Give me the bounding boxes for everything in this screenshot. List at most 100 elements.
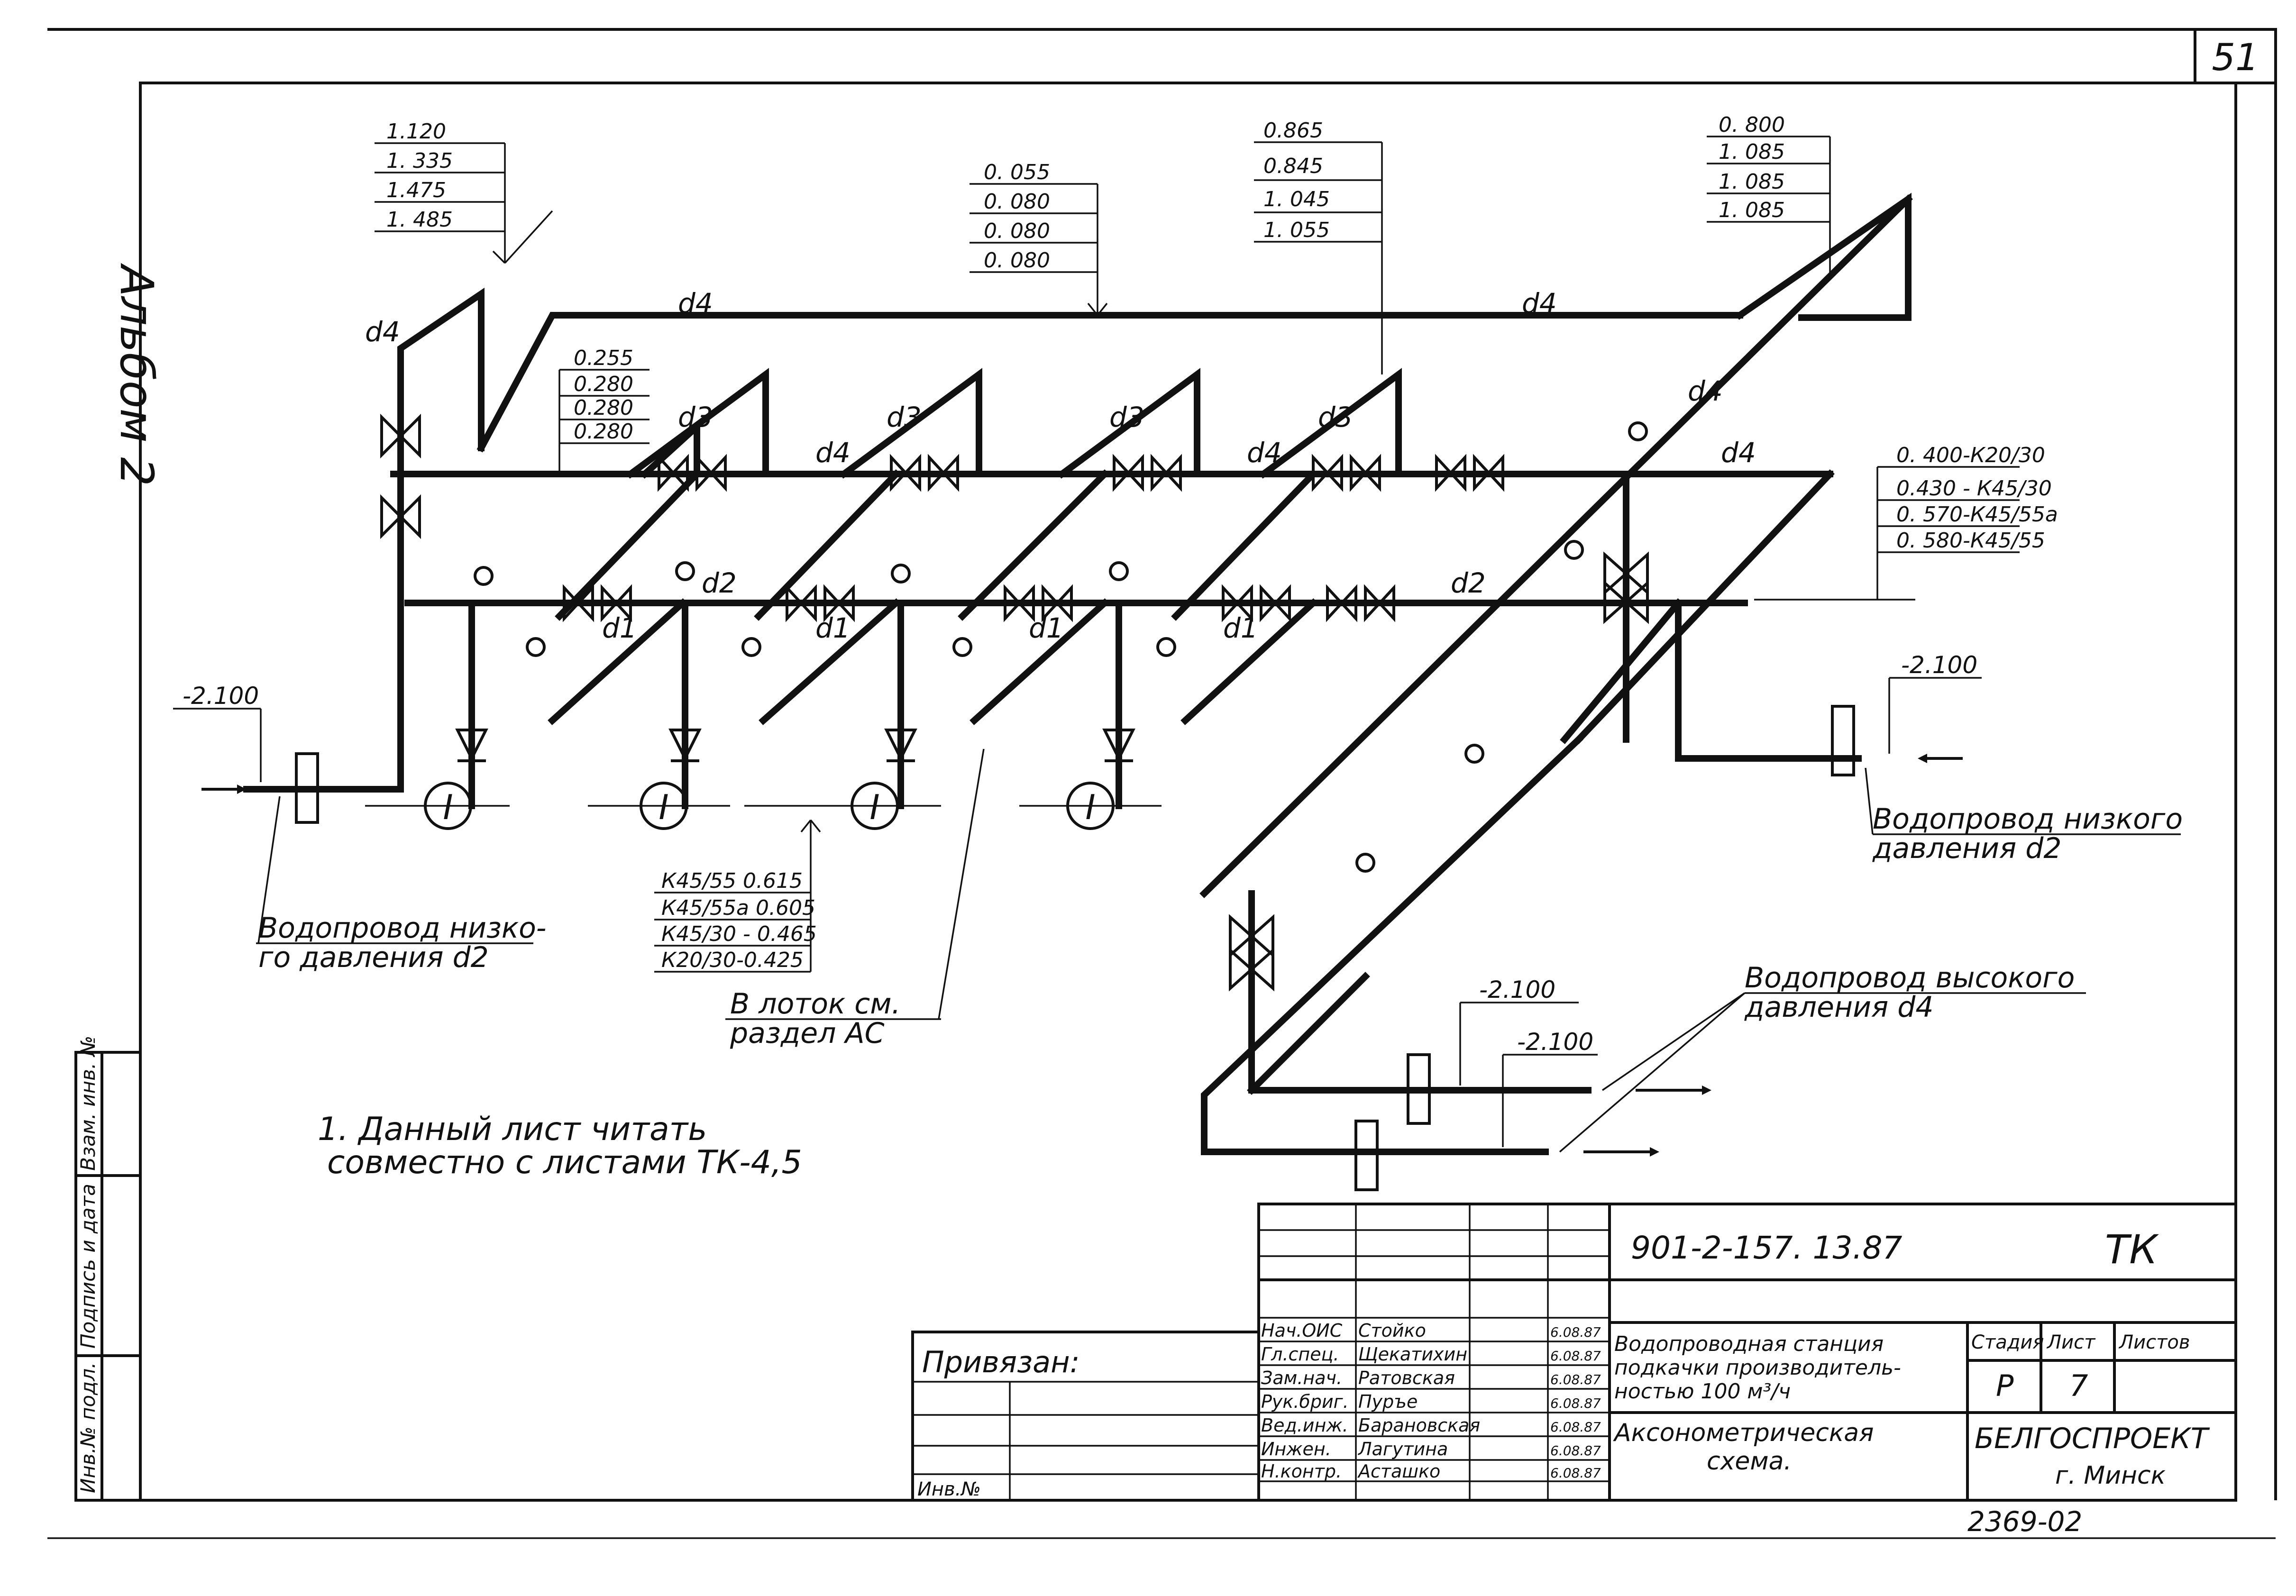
tag1-value-2: 1. 335	[386, 149, 453, 173]
tag7-value-1: К45/55 0.615	[661, 869, 803, 893]
note-high-pressure-1: Водопровод высокого	[1745, 961, 2075, 994]
date-5: 6.08.87	[1550, 1419, 1601, 1435]
tag4-value-4: 1. 085	[1719, 198, 1785, 222]
tag5-value-3: 0.280	[574, 396, 633, 420]
tag7-value-2: К45/55а 0.605	[661, 896, 815, 920]
level-mark-right: -2.100	[1901, 651, 1977, 679]
tag7-value-4: К20/30-0.425	[661, 948, 804, 972]
level-marks: -2.100 -2.100 -2.100 -2.100	[173, 651, 1982, 1147]
note-general-2: совместно с листами ТК-4,5	[327, 1144, 802, 1181]
note-low-pressure-right-2: давления d2	[1872, 832, 2062, 865]
elevation-tag-6: 0. 400-К20/30 0.430 - К45/30 0. 570-К45/…	[1754, 443, 2058, 601]
elevation-tag-2: 0. 055 0. 080 0. 080 0. 080	[970, 160, 1108, 316]
elevation-tags: 1.120 1. 335 1.475 1. 485 0. 055 0. 080 …	[375, 113, 2058, 973]
flow-arrows	[201, 754, 1963, 1157]
tag1-value-3: 1.475	[386, 178, 446, 202]
level-mark-left: -2.100	[183, 682, 259, 710]
org-city: г. Минск	[2055, 1461, 2166, 1490]
pipe-label-d3-1: d3	[678, 401, 713, 433]
inv-label: Инв.№	[917, 1478, 981, 1500]
pump-2-circle	[640, 782, 688, 830]
side-stamp: Инв.№ подл. Подпись и дата Взам. инв. №	[74, 1036, 142, 1502]
date-2: 6.08.87	[1550, 1348, 1601, 1364]
side-stamp-sign: Подпись и дата	[76, 1184, 100, 1349]
sheet-title-2: схема.	[1707, 1447, 1792, 1476]
tag5-value-4: 0.280	[574, 420, 633, 444]
note-low-pressure-right-1: Водопровод низкого	[1873, 803, 2183, 836]
name-3: Ратовская	[1358, 1368, 1455, 1388]
tag4-value-1: 0. 800	[1719, 113, 1785, 137]
note-low-pressure-left-1: Водопровод низко-	[258, 912, 546, 945]
signature-table: Нач.ОИС Стойко 6.08.87 Гл.спец. Щекатихи…	[1261, 1320, 1601, 1482]
album-label: Альбом 2	[110, 263, 163, 486]
role-2: Гл.спец.	[1261, 1344, 1339, 1365]
pipe-label-d2-1: d2	[702, 567, 737, 599]
leader-notes: Водопровод низко- го давления d2 Водопро…	[256, 748, 2183, 1181]
role-5: Вед.инж.	[1261, 1415, 1348, 1436]
doc-code: 901-2-157. 13.87	[1631, 1230, 1902, 1266]
date-6: 6.08.87	[1550, 1443, 1601, 1459]
wall-sleeves	[295, 705, 1855, 1191]
side-stamp-replace: Взам. инв. №	[76, 1036, 100, 1171]
role-4: Рук.бриг.	[1261, 1391, 1349, 1412]
sheet-number-box	[2194, 28, 2277, 84]
tag4-value-3: 1. 085	[1719, 170, 1785, 194]
tag3-value-1: 0.865	[1263, 119, 1323, 143]
role-6: Инжен.	[1261, 1439, 1331, 1459]
tag3-value-3: 1. 045	[1263, 187, 1330, 211]
tag1-value-4: 1. 485	[386, 208, 453, 232]
pipe-label-d1-2: d1	[815, 612, 851, 644]
project-title-1: Водопроводная станция	[1614, 1332, 1884, 1356]
pipe-label-d1-4: d1	[1223, 612, 1258, 644]
tag6-value-1: 0. 400-К20/30	[1896, 443, 2045, 467]
sheet-title-1: Аксонометрическая	[1613, 1419, 1874, 1447]
note-general-1: 1. Данный лист читать	[318, 1111, 707, 1148]
tag3-value-2: 0.845	[1263, 154, 1323, 178]
pipe-label-d4-row2: d4	[1247, 437, 1282, 469]
tag4-value-2: 1. 085	[1719, 140, 1785, 164]
sheets-header: Листов	[2118, 1332, 2190, 1353]
pipe-label-d1-1: d1	[602, 612, 637, 644]
side-stamp-inv: Инв.№ подл.	[76, 1362, 100, 1493]
note-high-pressure-2: давления d4	[1744, 991, 1934, 1024]
pump-1-label: I	[443, 787, 453, 827]
pipe-label-d4-header: d4	[678, 287, 713, 319]
role-1: Нач.ОИС	[1261, 1320, 1343, 1341]
name-7: Асташко	[1357, 1461, 1440, 1482]
pipe-label-d4-row: d4	[815, 437, 851, 469]
pumps: I I I I	[365, 782, 1162, 830]
bound-label: Привязан:	[922, 1345, 1080, 1379]
tag7-value-3: К45/30 - 0.465	[661, 922, 817, 946]
name-4: Пуръе	[1358, 1391, 1418, 1412]
role-7: Н.контр.	[1261, 1461, 1342, 1482]
pump-1-circle	[424, 782, 472, 830]
pipe-label-d4-row3: d4	[1721, 437, 1756, 469]
name-2: Щекатихин	[1358, 1344, 1467, 1365]
level-mark-bottom1: -2.100	[1479, 976, 1555, 1003]
tag2-value-4: 0. 080	[984, 248, 1050, 273]
name-5: Барановская	[1358, 1415, 1480, 1436]
tag6-value-4: 0. 580-К45/55	[1896, 529, 2045, 553]
pump-3-label: I	[869, 787, 879, 827]
sheet-value: 7	[2069, 1368, 2088, 1403]
pump-4-circle	[1066, 782, 1115, 830]
level-mark-bottom2: -2.100	[1517, 1028, 1593, 1056]
date-3: 6.08.87	[1550, 1372, 1601, 1387]
tag2-value-3: 0. 080	[984, 219, 1050, 243]
doc-mark: ТК	[2105, 1226, 2159, 1273]
role-3: Зам.нач.	[1261, 1368, 1342, 1388]
name-6: Лагутина	[1357, 1439, 1448, 1459]
name-1: Стойко	[1358, 1320, 1426, 1341]
pipe-label-d4-riser: d4	[365, 316, 400, 348]
title-block: Привязан: Инв.№ Нач.ОИС Стойко 6.08.87 Г…	[911, 1203, 2237, 1538]
tag6-value-3: 0. 570-К45/55а	[1896, 502, 2058, 527]
pipe-label-d3-4: d3	[1318, 401, 1353, 433]
pump-2-label: I	[659, 787, 668, 827]
pipe-label-d3-3: d3	[1109, 401, 1144, 433]
date-1: 6.08.87	[1550, 1324, 1601, 1340]
project-title-2: подкачки производитель-	[1614, 1356, 1901, 1380]
pipe-label-d3-2: d3	[887, 401, 922, 433]
stage-header: Стадия	[1971, 1332, 2044, 1353]
tag1-value-1: 1.120	[386, 119, 446, 144]
